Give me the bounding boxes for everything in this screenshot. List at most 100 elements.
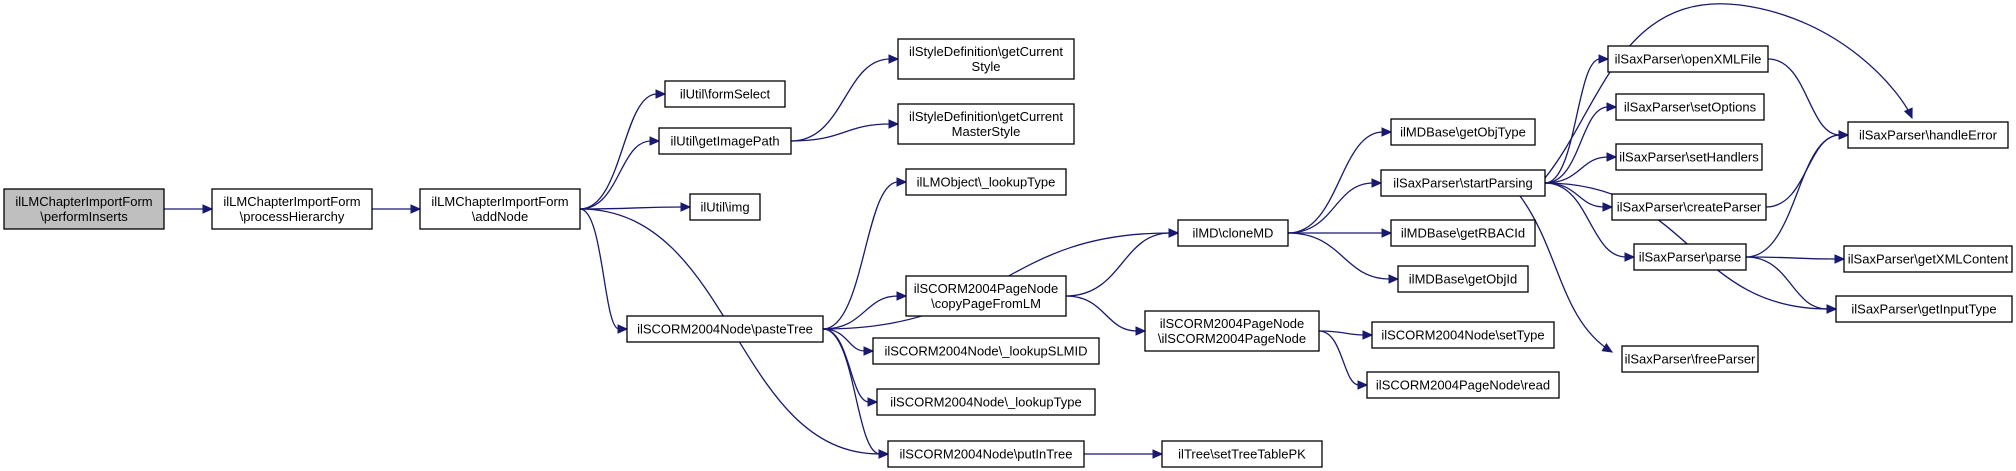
arrowhead <box>896 291 908 301</box>
node-label: ilSaxParser\openXMLFile <box>1615 52 1762 67</box>
arrowhead <box>896 177 908 187</box>
node-box <box>1835 295 2013 323</box>
arrowhead <box>1838 130 1850 140</box>
node-ilsaxparser-sethandlers[interactable]: ilSaxParser\setHandlers <box>1615 143 1763 171</box>
edge-ilscorm2004pagenode-copypagefr-to-n20 <box>1065 295 1147 336</box>
node-label: \addNode <box>472 209 528 224</box>
edge-ilutil-getimagepath-to-n8 <box>790 54 900 142</box>
node-illmchapterimportform-processhierarchy[interactable]: ilLMChapterImportForm\processHierarchy <box>211 188 373 230</box>
arrowhead <box>1388 274 1400 284</box>
node-box <box>1847 121 2009 149</box>
node-box <box>419 188 581 230</box>
node-label: \performInserts <box>40 209 128 224</box>
edge-illmchapterimportform-addnode-to-n3 <box>579 89 667 210</box>
node-label: ilSCORM2004Node\_lookupSLMID <box>884 344 1087 359</box>
node-label: ilMDBase\getObjId <box>1409 272 1517 287</box>
node-label: ilMDBase\getObjType <box>1400 125 1526 140</box>
edge-ilsaxparser-parse-to-n31 <box>1745 256 1838 314</box>
node-ilsaxparser-createparser[interactable]: ilSaxParser\createParser <box>1611 193 1767 221</box>
node-ilsaxparser-openxmlfile[interactable]: ilSaxParser\openXMLFile <box>1607 45 1769 73</box>
node-box <box>1615 143 1763 171</box>
node-ilscorm2004node-pastetree[interactable]: ilSCORM2004Node\pasteTree <box>626 315 824 343</box>
node-ilsaxparser-parse[interactable]: ilSaxParser\parse <box>1633 243 1747 271</box>
arrowhead <box>1826 304 1838 314</box>
node-label: ilMD\cloneMD <box>1193 226 1274 241</box>
arrowhead <box>867 397 879 407</box>
arrowhead <box>1624 252 1636 262</box>
arrowhead <box>655 89 667 99</box>
node-label: ilSaxParser\startParsing <box>1393 176 1532 191</box>
edge-ilsaxparser-startparsing-to-n25 <box>1544 152 1618 184</box>
node-label: ilSCORM2004PageNode\read <box>1376 378 1550 393</box>
node-label: ilLMChapterImportForm <box>223 194 360 209</box>
node-label: ilUtil\getImagePath <box>670 134 779 149</box>
node-ilsaxparser-getinputtype[interactable]: ilSaxParser\getInputType <box>1835 295 2013 323</box>
node-ilscorm2004node-lookuptype[interactable]: ilSCORM2004Node\_lookupType <box>876 388 1096 416</box>
arrowhead <box>617 324 629 334</box>
node-ilutil-getimagepath[interactable]: ilUtil\getImagePath <box>658 127 792 155</box>
node-illmchapterimportform-performinserts[interactable]: ilLMChapterImportForm\performInserts <box>3 188 165 230</box>
edge-illmchapterimportform-processh-to-n2 <box>372 204 422 214</box>
node-box <box>897 38 1075 80</box>
node-ilsaxparser-startparsing[interactable]: ilSaxParser\startParsing <box>1380 169 1546 197</box>
node-ilsaxparser-handleerror[interactable]: ilSaxParser\handleError <box>1847 121 2009 149</box>
arrowhead <box>1903 107 1913 120</box>
edge-ilmd-clonemd-to-n16 <box>1287 127 1393 234</box>
arrowhead <box>680 202 692 212</box>
arrowhead <box>202 204 214 214</box>
edge-ilmd-clonemd-to-n18 <box>1288 228 1393 238</box>
node-ilscorm2004pagenode-ilscorm2004pagenode[interactable]: ilSCORM2004PageNode\ilSCORM2004PageNode <box>1144 310 1320 352</box>
edge-ilsaxparser-parse-to-n29 <box>1745 130 1850 258</box>
node-label: ilSaxParser\parse <box>1639 250 1742 265</box>
edge-ilsaxparser-startparsing-to-n27 <box>1544 182 1636 262</box>
node-box <box>1390 118 1536 146</box>
edge-ilscorm2004node-pastetree-to-n10 <box>822 177 908 330</box>
edge-illmchapterimportform-addnode-to-n5 <box>579 202 692 212</box>
node-box <box>905 168 1067 196</box>
node-label: ilMDBase\getRBACId <box>1401 226 1525 241</box>
node-label: ilSCORM2004Node\setType <box>1381 328 1544 343</box>
node-label: \copyPageFromLM <box>931 296 1041 311</box>
node-ilscorm2004pagenode-read[interactable]: ilSCORM2004PageNode\read <box>1366 371 1560 399</box>
node-box <box>658 127 792 155</box>
node-box <box>1615 93 1765 121</box>
node-illmchapterimportform-addnode[interactable]: ilLMChapterImportForm\addNode <box>419 188 581 230</box>
node-label: \ilSCORM2004PageNode <box>1158 331 1306 346</box>
node-label: ilSaxParser\getXMLContent <box>1848 252 2009 267</box>
node-label: ilTree\setTreeTablePK <box>1178 447 1306 462</box>
node-box <box>1390 219 1536 247</box>
node-ilmdbase-getrbacid[interactable]: ilMDBase\getRBACId <box>1390 219 1536 247</box>
node-ilmd-clonemd[interactable]: ilMD\cloneMD <box>1177 219 1289 247</box>
arrowhead <box>1381 228 1393 238</box>
arrowhead <box>1606 152 1618 162</box>
arrowhead <box>1135 326 1147 336</box>
node-box <box>626 315 824 343</box>
arrowhead <box>1362 330 1374 340</box>
node-box <box>1161 440 1323 468</box>
arrowhead <box>1834 254 1846 264</box>
node-ilscorm2004node-putintree[interactable]: ilSCORM2004Node\putInTree <box>887 440 1085 468</box>
edge-illmchapterimportform-performi-to-n1 <box>164 204 214 214</box>
node-box <box>1177 219 1289 247</box>
node-ilutil-formselect[interactable]: ilUtil\formSelect <box>664 80 786 108</box>
node-label: \processHierarchy <box>240 209 345 224</box>
edge-ilsaxparser-startparsing-to-n24 <box>1544 102 1618 184</box>
node-ilsaxparser-getxmlcontent[interactable]: ilSaxParser\getXMLContent <box>1843 245 2013 273</box>
node-ilutil-img[interactable]: ilUtil\img <box>689 193 761 221</box>
node-ilmdbase-getobjtype[interactable]: ilMDBase\getObjType <box>1390 118 1536 146</box>
node-label: ilSaxParser\setOptions <box>1624 100 1757 115</box>
node-ilscorm2004pagenode-copypagefromlm[interactable]: ilSCORM2004PageNode\copyPageFromLM <box>905 275 1067 317</box>
edge-ilmd-clonemd-to-n19 <box>1287 232 1400 284</box>
node-ilmdbase-getobjid[interactable]: ilMDBase\getObjId <box>1397 265 1529 293</box>
node-ilsaxparser-freeparser[interactable]: ilSaxParser\freeParser <box>1621 345 1759 373</box>
node-box <box>876 388 1096 416</box>
arrowhead <box>1602 202 1614 212</box>
node-ilscorm2004node-settype[interactable]: ilSCORM2004Node\setType <box>1371 321 1555 349</box>
node-illmobject-lookuptype[interactable]: ilLMObject\_lookupType <box>905 168 1067 196</box>
arrowhead <box>1606 102 1618 112</box>
node-ilsaxparser-setoptions[interactable]: ilSaxParser\setOptions <box>1615 93 1765 121</box>
node-ilscorm2004node-lookupslmid[interactable]: ilSCORM2004Node\_lookupSLMID <box>872 337 1100 365</box>
node-iltree-settreetablepk[interactable]: ilTree\setTreeTablePK <box>1161 440 1323 468</box>
